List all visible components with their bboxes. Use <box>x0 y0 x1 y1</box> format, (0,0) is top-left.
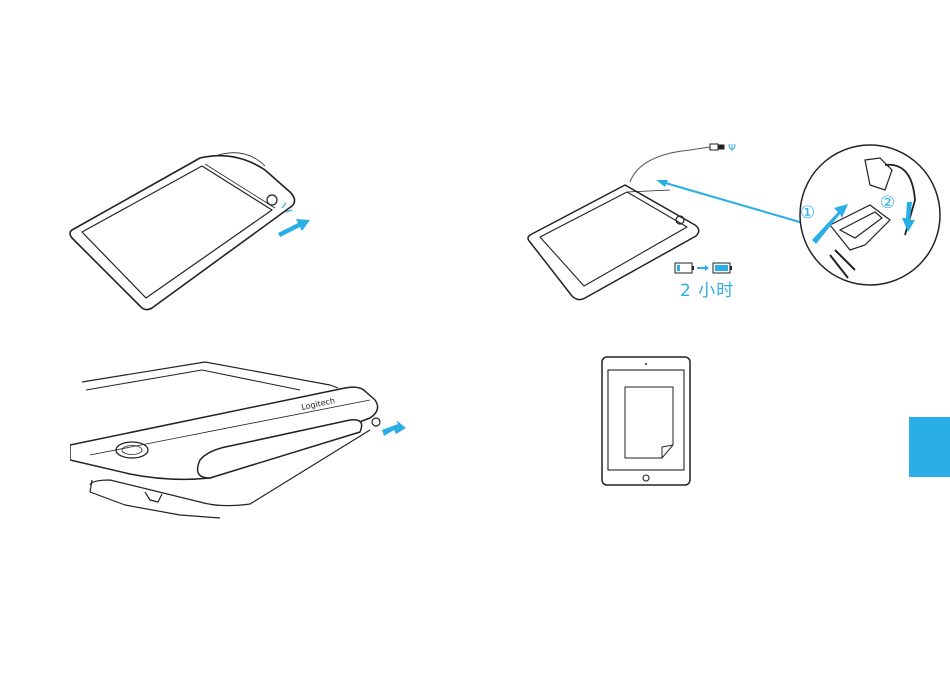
slate-device <box>70 153 295 310</box>
battery-full-icon <box>713 263 732 273</box>
step-1-label: ① <box>800 203 815 223</box>
slate-device-charging <box>528 185 699 300</box>
slate-side-view-illustration: Logitech <box>70 350 420 525</box>
usb-symbol-icon: Ψ <box>728 143 736 154</box>
page-icon <box>625 387 673 458</box>
charge-arrow-icon <box>697 265 709 271</box>
battery-empty-icon <box>675 263 694 273</box>
plug-arrow-icon <box>382 420 406 436</box>
step-2-label: ② <box>880 193 895 213</box>
ipad-illustration <box>600 355 695 490</box>
charge-duration-label: 2 小时 <box>680 276 734 301</box>
usb-plug-icon <box>710 144 724 150</box>
slate-device-side <box>70 362 378 518</box>
press-arrow-icon <box>278 219 310 237</box>
callout-arrowhead-icon <box>656 180 668 187</box>
usb-cable <box>630 147 710 182</box>
slate-power-on-illustration <box>60 140 340 320</box>
usb-port-icon[interactable] <box>372 418 380 426</box>
charging-illustration: Ψ ① ② <box>520 130 950 310</box>
camera-icon <box>645 363 647 365</box>
section-tab <box>909 417 950 477</box>
